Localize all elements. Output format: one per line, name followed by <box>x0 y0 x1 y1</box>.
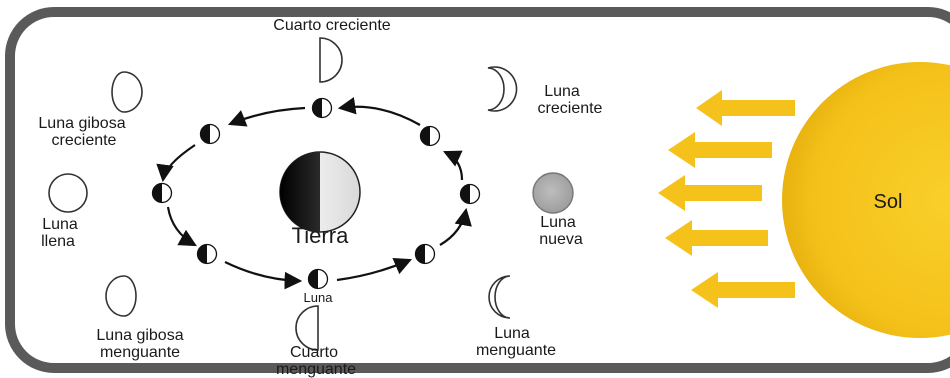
orbit-arrow <box>337 97 421 126</box>
orbit-moons <box>151 97 481 290</box>
orbit-arrow <box>439 207 472 246</box>
orbit-moon <box>311 97 333 119</box>
orbit-arrow <box>156 144 196 183</box>
orbit-arrow <box>224 261 303 290</box>
waxing-gibbous-label-2: creciente <box>52 132 117 149</box>
orbit-moon <box>199 123 221 145</box>
sunlight-arrow-icon <box>696 90 795 126</box>
first-quarter-label: Cuarto creciente <box>273 17 390 34</box>
last-quarter-label-1: Cuarto <box>290 344 338 361</box>
sun-icon <box>782 62 950 338</box>
sunlight-arrows <box>658 90 795 308</box>
full-moon-label-2: llena <box>41 233 75 250</box>
last-quarter-label-2: menguante <box>276 361 356 378</box>
sunlight-arrow-icon <box>665 220 768 256</box>
earth-icon <box>279 151 361 233</box>
orbit-path <box>156 97 472 290</box>
full-moon-label-1: Luna <box>42 216 78 233</box>
first-quarter-moon-icon <box>319 37 343 83</box>
waning-gibbous-label-1: Luna gibosa <box>96 327 183 344</box>
sun-label: Sol <box>874 191 903 213</box>
waning-crescent-label-1: Luna <box>494 325 530 342</box>
orbit-moon <box>151 182 173 204</box>
sunlight-arrow-icon <box>691 272 795 308</box>
orbit-moon <box>196 243 218 265</box>
new-moon-icon <box>532 172 574 214</box>
orbit-arrow <box>227 106 306 127</box>
new-moon-label-1: Luna <box>540 214 576 231</box>
waxing-crescent-moon-icon <box>487 66 518 112</box>
waning-gibbous-moon-icon <box>105 275 137 317</box>
waxing-crescent-label-2: creciente <box>538 100 603 117</box>
sunlight-arrow-icon <box>668 132 772 168</box>
orbit-arrow <box>443 150 464 181</box>
orbit-moon <box>414 243 436 265</box>
waxing-gibbous-moon-icon <box>111 71 143 113</box>
orbit-moon <box>307 268 329 290</box>
sunlight-arrow-icon <box>658 175 762 211</box>
waning-crescent-moon-icon <box>488 275 511 319</box>
new-moon-label-2: nueva <box>539 231 583 248</box>
orbit-arrow <box>166 206 197 247</box>
orbit-moon <box>419 125 441 147</box>
orbit-arrow <box>336 257 413 282</box>
orbit-moon <box>459 183 481 205</box>
full-moon-icon <box>48 173 88 213</box>
waxing-gibbous-label-1: Luna gibosa <box>38 115 125 132</box>
earth-label: Tierra <box>292 223 349 248</box>
orbit-moon-label: Luna <box>304 290 334 305</box>
waxing-crescent-label-1: Luna <box>544 83 580 100</box>
last-quarter-moon-icon <box>295 305 319 351</box>
waning-crescent-label-2: menguante <box>476 342 556 359</box>
waning-gibbous-label-2: menguante <box>100 344 180 361</box>
